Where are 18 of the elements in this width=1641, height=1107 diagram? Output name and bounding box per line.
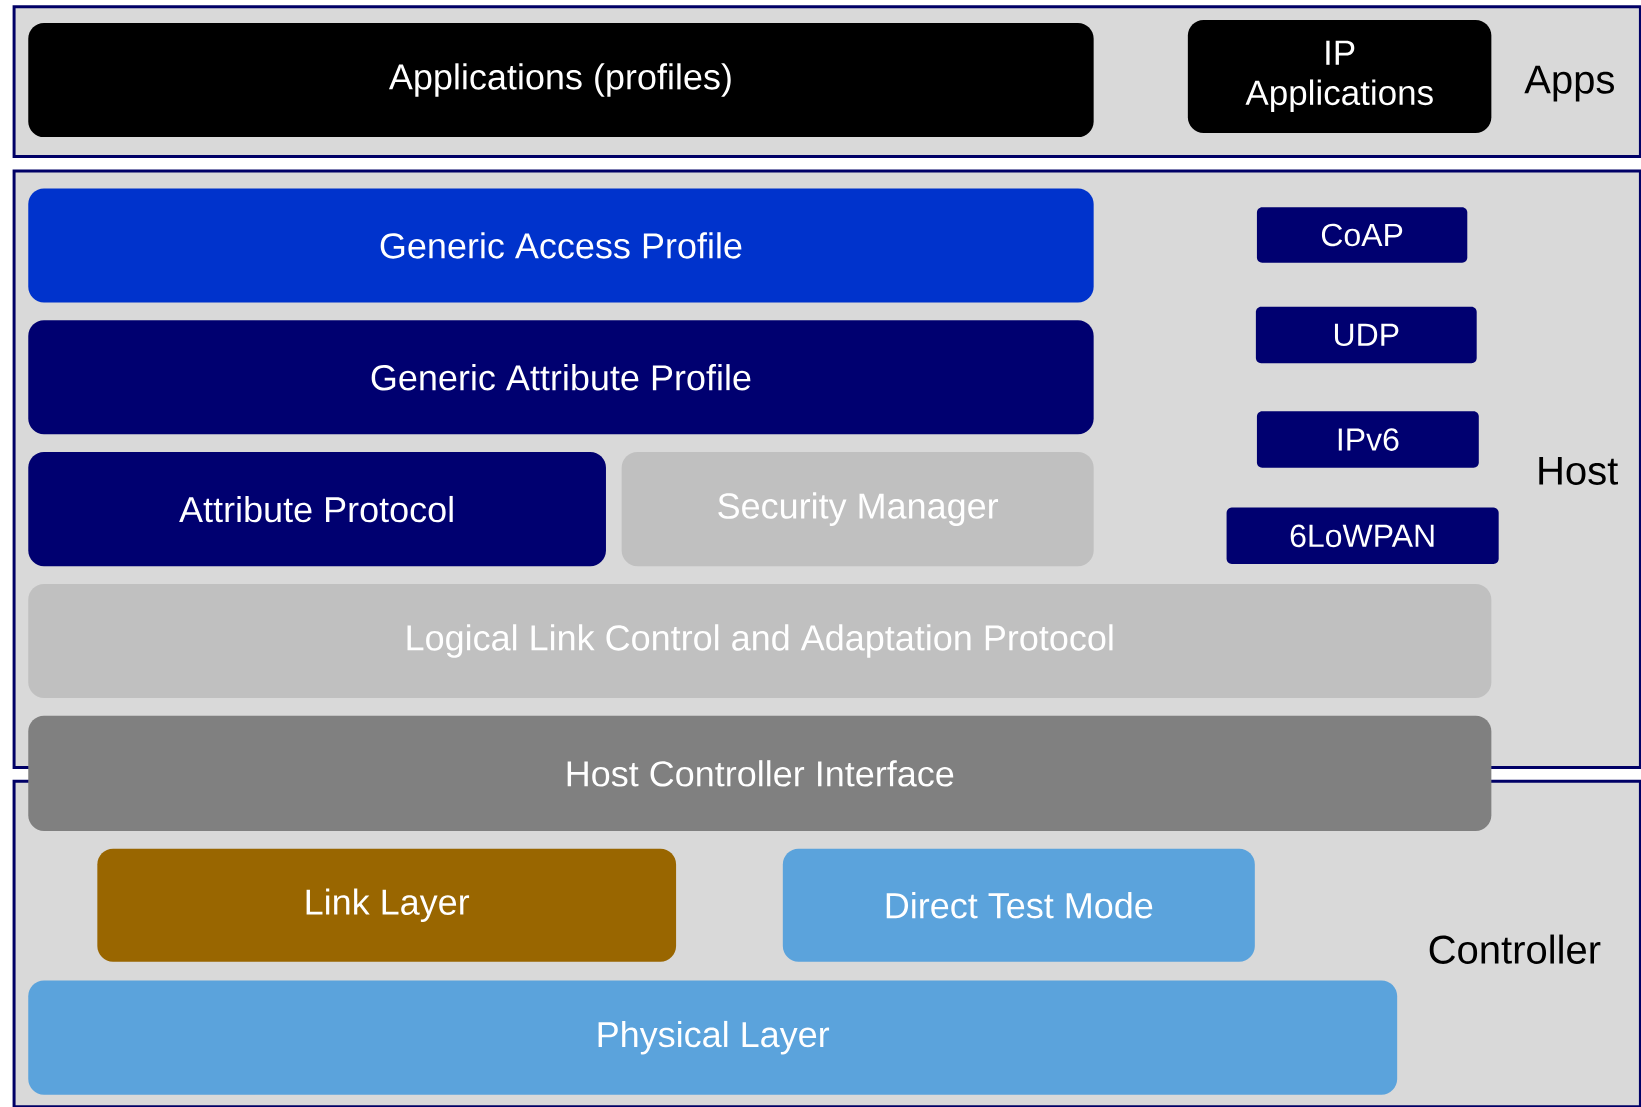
layer-box: Physical Layer (28, 980, 1398, 1095)
layer-box: Generic Access Profile (28, 188, 1094, 303)
protocol-box: 6LoWPAN (1226, 507, 1499, 565)
layer-box: Direct Test Mode (782, 848, 1255, 962)
protocol-box: IPv6 (1256, 411, 1479, 468)
layer-box: Attribute Protocol (28, 452, 606, 567)
layer-box: Applications (profiles) (28, 23, 1094, 138)
layer-heading: Host (1539, 457, 1618, 485)
layer-box: Security Manager (621, 452, 1094, 567)
layer-heading: Apps (1524, 65, 1614, 102)
protocol-box: CoAP (1256, 207, 1468, 263)
layer-box: Host Controller Interface (28, 715, 1492, 831)
protocol-box: UDP (1255, 306, 1477, 364)
layer-box: Generic Attribute Profile (28, 320, 1094, 435)
layer-heading: Controller (1429, 934, 1601, 964)
layer-box: IP Applications (1187, 19, 1492, 133)
layer-box: Link Layer (97, 848, 677, 962)
layer-box: Logical Link Control and Adaptation Protocol (28, 584, 1492, 699)
